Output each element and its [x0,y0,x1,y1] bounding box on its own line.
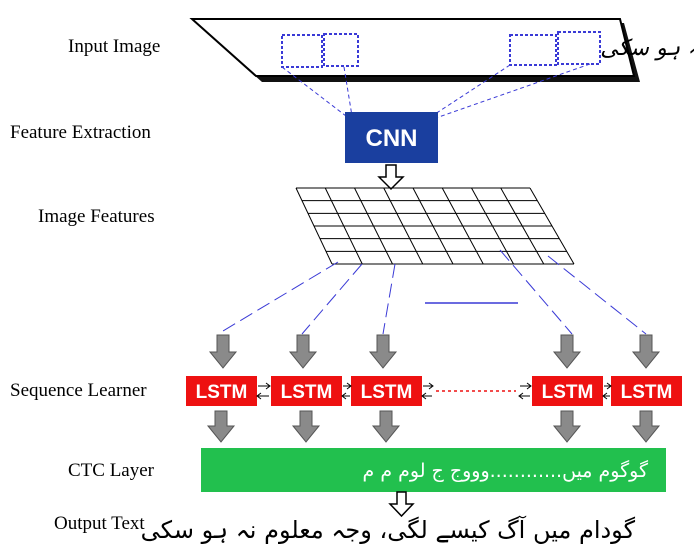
label-output-text: Output Text [54,513,145,534]
selection-box-4 [557,31,601,65]
arrows-into-lstm [208,334,661,369]
lstm-label-3: LSTM [361,382,413,403]
lstm-connections [256,382,612,400]
lstm-box-1 [186,376,257,406]
selection-box-2 [323,33,359,67]
lstm-label-2: LSTM [281,382,333,403]
label-ctc-layer: CTC Layer [68,460,155,481]
lstm-label-5: LSTM [621,382,673,403]
input-image: کوشاں میں آگ کیسے لگی وجہ معلوم نہ ہو سک… [189,18,694,82]
label-sequence-learner: Sequence Learner [10,380,147,401]
ctc-text: گوگوم میں............وووج ج لوم م م [363,459,649,482]
lstm-box-3 [351,376,422,406]
lstm-label-4: LSTM [542,382,594,403]
input-image-text: کوشاں میں آگ کیسے لگی وجہ معلوم نہ ہو سک… [599,34,694,61]
selection-box-1 [281,34,323,68]
label-input-image: Input Image [68,36,160,57]
label-image-features: Image Features [38,206,155,227]
features-to-sequence-lines [217,249,647,335]
label-feature-extraction: Feature Extraction [10,122,151,143]
selection-box-3 [509,34,557,66]
lstm-row: LSTM LSTM LSTM LSTM LSTM [186,376,682,406]
cnn-to-features-arrow [377,164,405,191]
output-text: گودام میں آگ کیسے لگی، وجہ معلوم نہ ہو س… [141,515,636,544]
lstm-label-1: LSTM [196,382,248,403]
arrows-into-ctc [206,410,661,443]
lstm-box-5 [611,376,682,406]
image-features-grid [295,187,575,265]
cnn-label: CNN [366,125,418,152]
cnn-block: CNN [345,112,438,163]
lstm-box-2 [271,376,342,406]
ctc-to-output-arrow [388,491,415,518]
ctc-layer-box: گوگوم میں............وووج ج لوم م م [201,448,666,492]
input-to-cnn-lines [281,63,591,119]
lstm-box-4 [532,376,603,406]
